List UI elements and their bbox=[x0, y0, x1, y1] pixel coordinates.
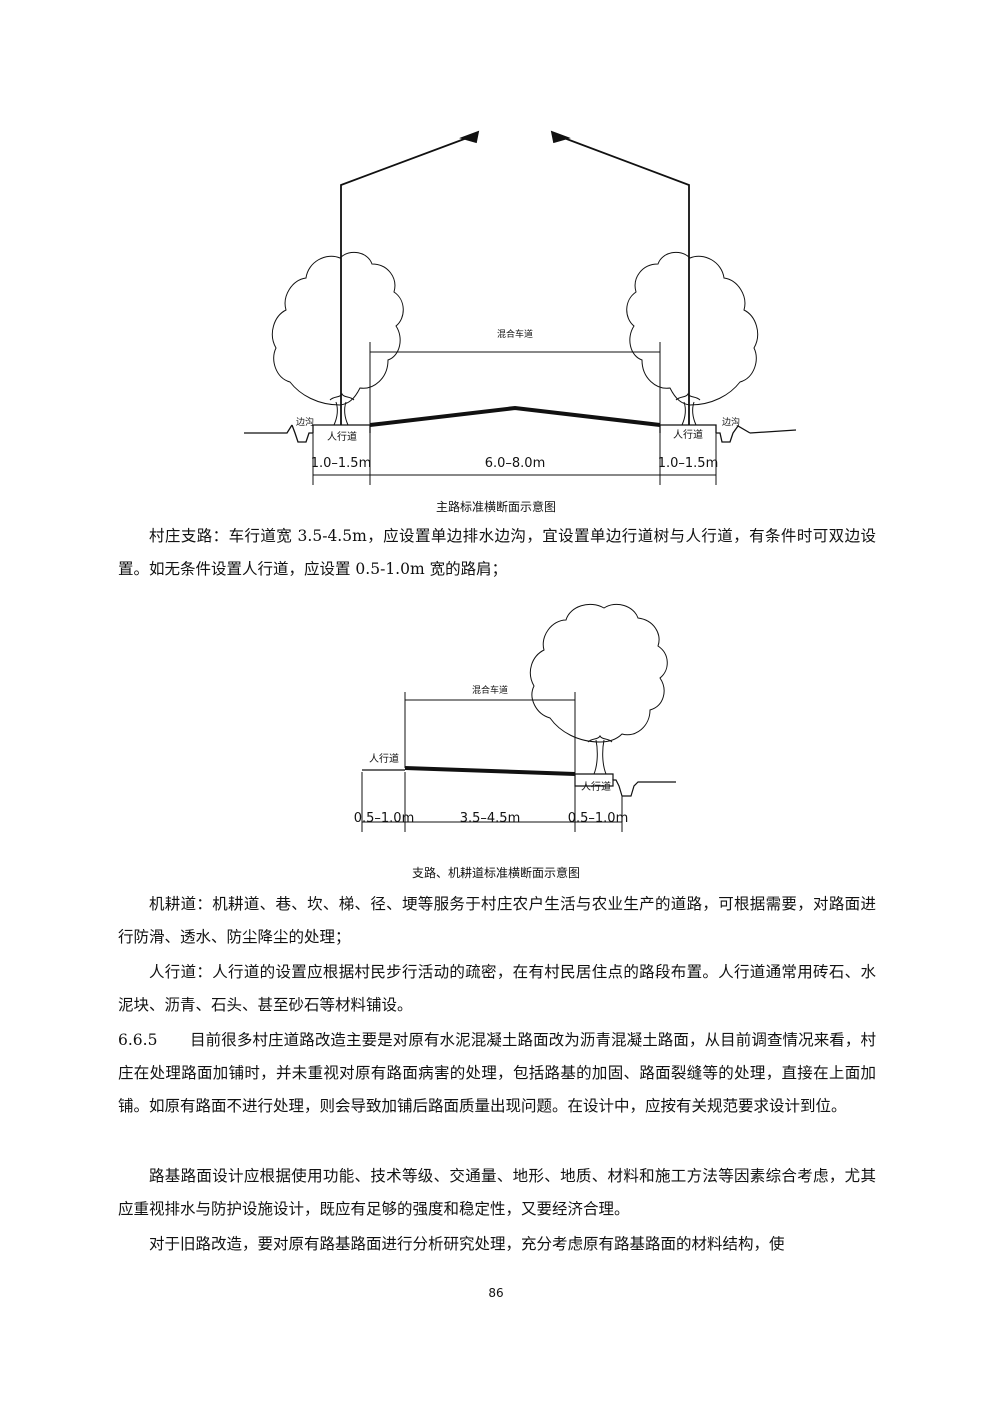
right-sidewalk-block bbox=[659, 424, 717, 433]
left-lamp-post bbox=[340, 134, 476, 425]
road-surface bbox=[369, 405, 661, 427]
dim-left: 1.0–1.5m bbox=[311, 456, 372, 471]
paragraph-old-road: 对于旧路改造，要对原有路基路面进行分析研究处理，充分考虑原有路基路面的材料结构，… bbox=[149, 1235, 785, 1253]
dim-center: 6.0–8.0m bbox=[485, 456, 546, 471]
section-number: 6.6.5 bbox=[118, 1031, 158, 1049]
paragraph-farm-road: 机耕道：机耕道、巷、坎、梯、径、埂等服务于村庄农户生活与农业生产的道路，可根据需… bbox=[118, 895, 876, 946]
dim-branch-center: 3.5–4.5m bbox=[460, 811, 521, 826]
left-tree bbox=[271, 251, 404, 426]
left-ditch bbox=[291, 424, 313, 443]
label-branch-mixed-lane: 混合车道 bbox=[472, 684, 508, 696]
branch-road-tree bbox=[529, 603, 668, 775]
label-mixed-lane: 混合车道 bbox=[497, 328, 533, 340]
page-number: 86 bbox=[488, 1286, 504, 1300]
right-ditch bbox=[716, 425, 751, 443]
section-text: 目前很多村庄道路改造主要是对原有水泥混凝土路面改为沥青混凝土路面，从目前调查情况… bbox=[118, 1031, 876, 1115]
paragraph-subgrade-design: 路基路面设计应根据使用功能、技术等级、交通量、地形、地质、材料和施工方法等因素综… bbox=[118, 1167, 876, 1218]
label-branch-sidewalk-right: 人行道 bbox=[581, 780, 611, 793]
branch-road-surface bbox=[404, 766, 576, 776]
paragraph-branch-road: 村庄支路：车行道宽 3.5-4.5m，应设置单边排水边沟，宜设置单边行道树与人行… bbox=[118, 527, 876, 578]
label-ditch-right: 边沟 bbox=[722, 416, 740, 428]
dim-branch-right: 0.5–1.0m bbox=[568, 811, 629, 826]
dim-branch-left: 0.5–1.0m bbox=[354, 811, 415, 826]
dim-right: 1.0–1.5m bbox=[658, 456, 719, 471]
label-branch-sidewalk-left: 人行道 bbox=[369, 752, 399, 765]
label-ditch-left: 边沟 bbox=[296, 416, 314, 428]
main-road-cross-section-diagram: 混合车道 人行道 人行道 边沟 边沟 1.0–1.5m 6.0–8.0m 1.0… bbox=[244, 130, 797, 485]
branch-road-cross-section-diagram: 混合车道 人行道 人行道 0.5–1.0m 3.5–4.5m 0.5–1.0m bbox=[354, 603, 676, 832]
figure2-caption: 支路、机耕道标准横断面示意图 bbox=[411, 866, 580, 880]
label-sidewalk-left: 人行道 bbox=[327, 430, 357, 443]
figure1-caption: 主路标准横断面示意图 bbox=[435, 500, 556, 514]
right-tree bbox=[626, 251, 759, 426]
right-lamp-post bbox=[555, 134, 690, 425]
label-sidewalk-right: 人行道 bbox=[673, 428, 703, 441]
paragraph-sidewalk: 人行道：人行道的设置应根据村民步行活动的疏密，在有村民居住点的路段布置。人行道通… bbox=[118, 963, 876, 1014]
